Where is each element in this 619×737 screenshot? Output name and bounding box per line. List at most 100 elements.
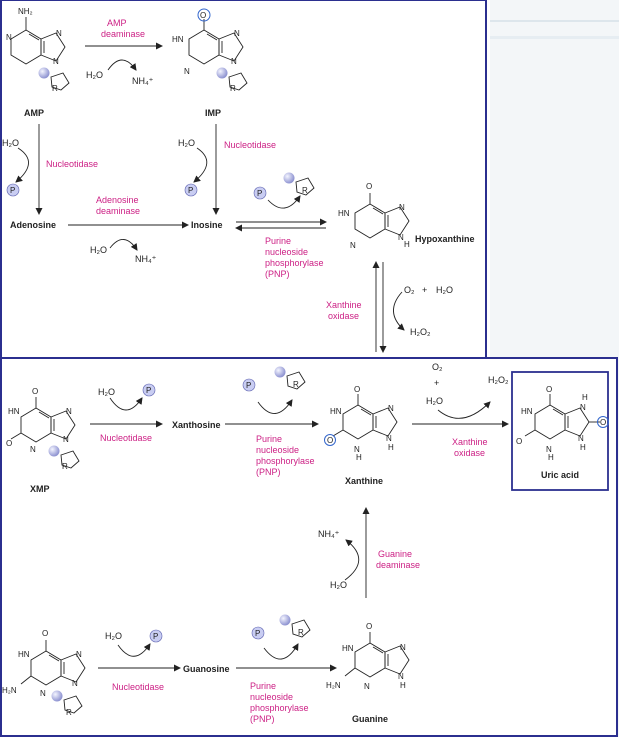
uric-acid-n7-atom: N xyxy=(580,403,586,412)
pnp-2-line2: nucleoside xyxy=(256,445,299,455)
xo2-peroxide: H₂O₂ xyxy=(488,375,509,385)
amp-deaminase-line1: AMP xyxy=(107,18,127,28)
hypoxanthine-n3-atom: N xyxy=(350,241,356,250)
pnp-2-ring-label: R xyxy=(293,380,299,389)
xanthine-n3-atom: N xyxy=(354,445,360,454)
xmp-n3-atom: N xyxy=(30,445,36,454)
xanthine-oxygen-left: O xyxy=(327,436,333,445)
amp-n9-atom: N xyxy=(53,57,59,66)
xmp-n9-atom: N xyxy=(63,435,69,444)
gmp-structure xyxy=(20,640,86,714)
pnp-1-ring-label: R xyxy=(302,186,308,195)
pnp-3-line4: (PNP) xyxy=(250,714,275,724)
gmp-ring-label: R xyxy=(66,708,72,717)
uric-acid-n3-atom: N xyxy=(546,445,552,454)
gmp-n9-atom: N xyxy=(72,679,78,688)
guanine-h2n-atom: H₂N xyxy=(326,681,341,690)
xanthine-structure xyxy=(332,394,398,440)
xanthine-oxidase-2-line1: Xanthine xyxy=(452,437,488,447)
pnp-3-line2: nucleoside xyxy=(250,692,293,702)
pnp-2-curve xyxy=(257,399,293,414)
guanine-label: Guanine xyxy=(352,714,388,724)
adenosine-deaminase-line1: Adenosine xyxy=(96,195,139,205)
gmp-h2n-atom: H₂N xyxy=(2,686,17,695)
pnp-2-line1: Purine xyxy=(256,434,282,444)
nucleotidase-2-label: Nucleotidase xyxy=(224,140,276,150)
amp-label: AMP xyxy=(24,108,44,118)
guanine-n3-atom: N xyxy=(364,682,370,691)
uric-acid-oxygen-top: O xyxy=(546,385,552,394)
pnp-3-phosphate: P xyxy=(255,629,260,638)
hypoxanthine-structure xyxy=(354,193,410,239)
amp-n1-atom: N xyxy=(6,33,12,42)
guanine-hn-atom: HN xyxy=(342,644,354,653)
gmp-hn-atom: HN xyxy=(18,650,30,659)
guanine-structure xyxy=(344,632,410,678)
uric-acid-oxygen-right: O xyxy=(600,418,606,427)
amp-n7-atom: N xyxy=(56,29,62,38)
xo1-oxygen: O₂ xyxy=(404,285,415,295)
gmp-oxygen-atom: O xyxy=(42,629,48,638)
xanthine-oxidase-2-line2: oxidase xyxy=(454,448,485,458)
xmp-ring-label: R xyxy=(62,462,68,471)
xmp-label: XMP xyxy=(30,484,50,494)
xanthine-oxidase-2-curve xyxy=(437,401,491,419)
xo1-water: H₂O xyxy=(436,285,453,295)
xanthine-h9-atom: H xyxy=(388,443,394,452)
pnp-1-curve xyxy=(267,195,301,209)
pnp-3-line3: phosphorylase xyxy=(250,703,309,713)
nucleotidase-4-water: H₂O xyxy=(105,631,122,641)
pnp-1-line4: (PNP) xyxy=(265,269,290,279)
amp-structure xyxy=(10,17,70,91)
xanthine-n7-atom: N xyxy=(388,404,394,413)
xanthine-oxidase-1-line2: oxidase xyxy=(328,311,359,321)
xo2-oxygen: O₂ xyxy=(432,362,443,372)
pnp-1-line3: phosphorylase xyxy=(265,258,324,268)
uric-acid-box xyxy=(511,371,609,491)
xanthine-label: Xanthine xyxy=(345,476,383,486)
pnp-2-line3: phosphorylase xyxy=(256,456,315,466)
amp-water: H₂O xyxy=(86,70,103,80)
xmp-oxygen-left: O xyxy=(6,439,12,448)
xo1-plus: + xyxy=(422,285,427,295)
nucleotidase-2-curve xyxy=(193,147,208,183)
imp-label: IMP xyxy=(205,108,221,118)
uric-acid-h7-atom: H xyxy=(582,393,588,402)
uric-acid-n9-atom: N xyxy=(578,434,584,443)
uric-acid-hn-atom: HN xyxy=(521,407,533,416)
imp-hn-atom: HN xyxy=(172,35,184,44)
guanine-deaminase-line1: Guanine xyxy=(378,549,412,559)
amp-nh2-atom: NH₂ xyxy=(18,7,33,16)
uric-acid-label: Uric acid xyxy=(541,470,579,480)
pnp-2-line4: (PNP) xyxy=(256,467,281,477)
hypoxanthine-n7-atom: N xyxy=(399,203,405,212)
imp-n3-atom: N xyxy=(184,67,190,76)
nucleotidase-2-water: H₂O xyxy=(178,138,195,148)
xmp-structure xyxy=(10,397,80,469)
xanthine-n9-atom: N xyxy=(386,434,392,443)
pnp-1-line1: Purine xyxy=(265,236,291,246)
nucleotidase-3-curve xyxy=(109,397,143,411)
nucleotidase-3-water: H₂O xyxy=(98,387,115,397)
xo2-water: H₂O xyxy=(426,396,443,406)
adenosine-deaminase-water: H₂O xyxy=(90,245,107,255)
hypoxanthine-oxygen-atom: O xyxy=(366,182,372,191)
guanine-n9-atom: N xyxy=(398,672,404,681)
guanine-n7-atom: N xyxy=(400,643,406,652)
xanthine-oxidase-1-line1: Xanthine xyxy=(326,300,362,310)
xanthosine-label: Xanthosine xyxy=(172,420,221,430)
xmp-n7-atom: N xyxy=(66,407,72,416)
nucleotidase-1-water: H₂O xyxy=(2,138,19,148)
pnp-1-line2: nucleoside xyxy=(265,247,308,257)
adenosine-deaminase-line2: deaminase xyxy=(96,206,140,216)
xanthine-oxygen-top: O xyxy=(354,385,360,394)
guanine-h9-atom: H xyxy=(400,681,406,690)
inosine-label: Inosine xyxy=(191,220,223,230)
hypoxanthine-label: Hypoxanthine xyxy=(415,234,475,244)
xanthine-h3-atom: H xyxy=(356,453,362,462)
pnp-3-ring-label: R xyxy=(298,628,304,637)
nucleotidase-4-phosphate: P xyxy=(153,632,158,641)
adenosine-deaminase-curve xyxy=(109,239,138,251)
amp-deaminase-line2: deaminase xyxy=(101,29,145,39)
